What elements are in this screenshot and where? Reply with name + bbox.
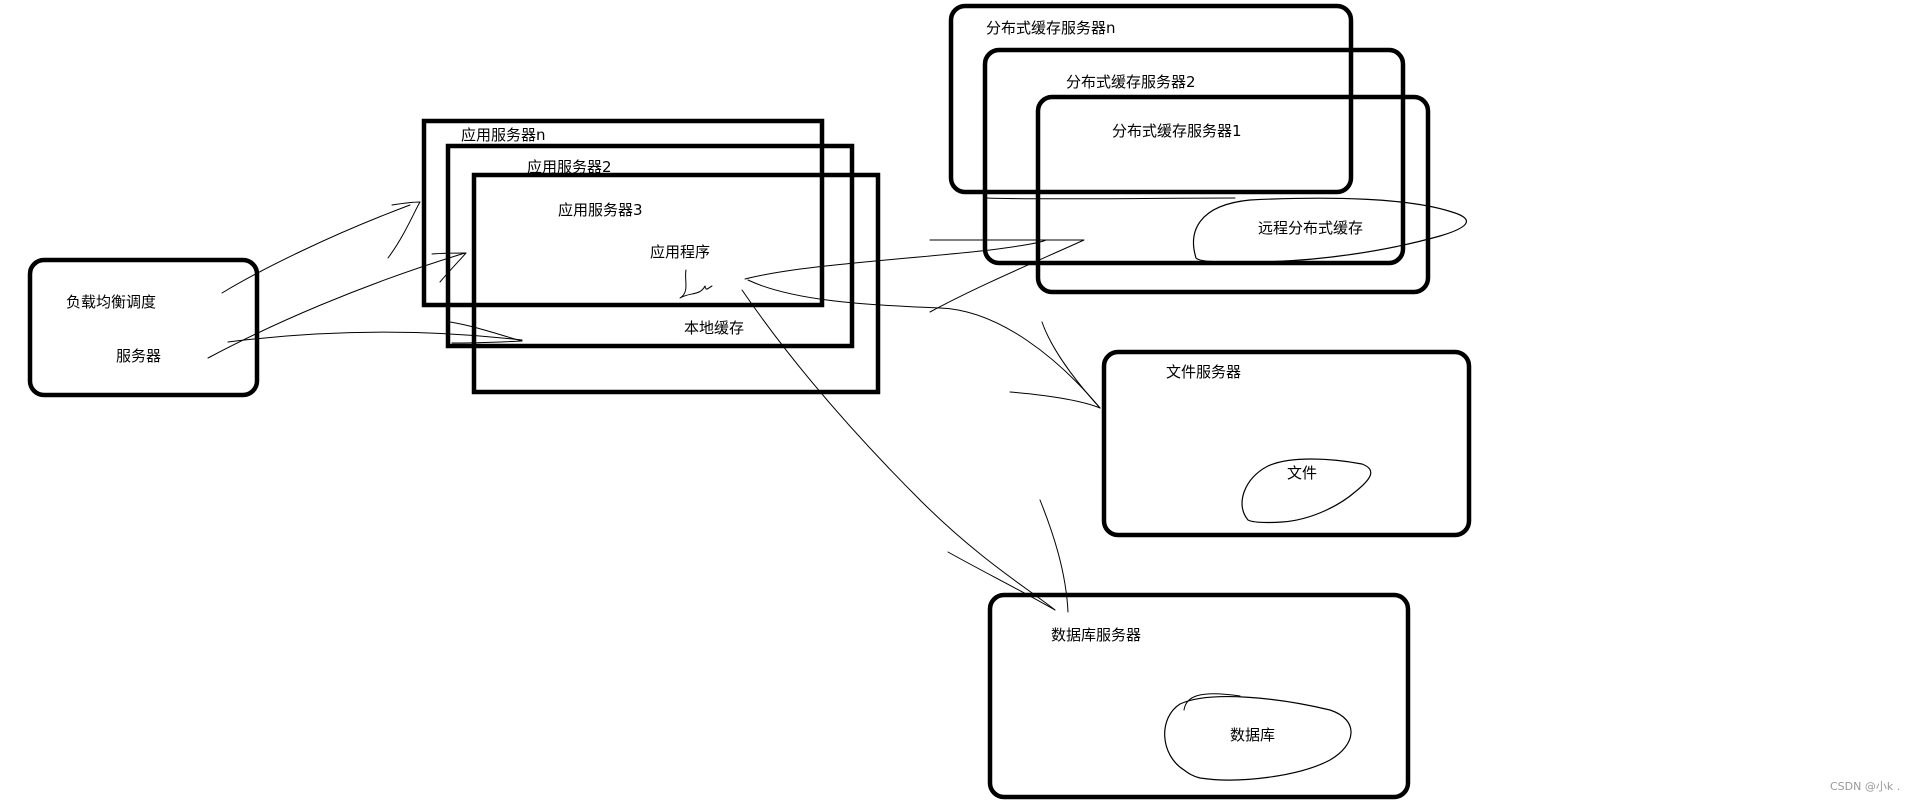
file-blob	[1241, 458, 1372, 524]
file-server-node: 文件服务器 文件	[1101, 349, 1472, 538]
app-program-label: 应用程序	[650, 243, 710, 261]
arrow-app-2-head	[431, 252, 467, 283]
app-server-3-box	[471, 172, 881, 395]
load-balancer-label-1: 负载均衡调度	[66, 293, 156, 311]
arrow-file-head	[1009, 321, 1101, 409]
arrow-cache-head	[929, 239, 1085, 313]
cache-server-n-label: 分布式缓存服务器n	[986, 19, 1116, 37]
arrow-app-3-head	[449, 321, 523, 344]
app-server-n-box	[421, 118, 825, 308]
app-server-3-label: 应用服务器3	[558, 201, 643, 219]
connector-app-to-cache	[744, 239, 1047, 280]
cache-server-2-box	[982, 47, 1406, 266]
load-balancer-label-2: 服务器	[116, 347, 161, 365]
arrow-db-head	[947, 499, 1069, 613]
database-server-box	[987, 592, 1411, 800]
connector-lb-to-app-n	[221, 204, 411, 294]
app-server-2-label: 应用服务器2	[527, 158, 612, 176]
watermark-text: CSDN @小k .	[1830, 780, 1900, 793]
cache-server-stack: 分布式缓存服务器n 分布式缓存服务器2 分布式缓存服务器1 远程分布式缓存	[948, 3, 1468, 295]
database-server-label: 数据库服务器	[1051, 626, 1141, 644]
cache-server-1-label: 分布式缓存服务器1	[1112, 122, 1242, 140]
connector-app-to-db	[741, 289, 1056, 611]
app-server-2-box	[445, 143, 855, 349]
connector-strokes	[207, 197, 1236, 613]
cache-server-1-box	[1035, 94, 1431, 295]
connector-lb-to-app-2	[207, 252, 466, 359]
cache-server-2-label: 分布式缓存服务器2	[1066, 73, 1196, 91]
database-label: 数据库	[1230, 726, 1275, 744]
connector-program-to-local-cache	[679, 269, 713, 299]
local-cache-label: 本地缓存	[684, 319, 744, 337]
load-balancer-node: 负载均衡调度 服务器	[27, 257, 260, 398]
connector-app-to-file	[747, 279, 1101, 409]
app-server-stack: 应用服务器n 应用服务器2 应用服务器3 应用程序 本地缓存	[421, 118, 881, 395]
load-balancer-box	[27, 257, 260, 398]
file-server-box	[1101, 349, 1472, 538]
connector-cache-link	[985, 197, 1236, 200]
file-label: 文件	[1287, 464, 1317, 482]
connector-lb-to-app-3	[227, 331, 523, 343]
database-blob	[1164, 695, 1352, 781]
app-server-n-label: 应用服务器n	[461, 126, 546, 144]
arrow-app-n-head	[387, 201, 421, 259]
file-server-label: 文件服务器	[1166, 363, 1241, 381]
remote-cache-label: 远程分布式缓存	[1258, 219, 1363, 237]
remote-cache-blob	[1192, 197, 1468, 263]
database-blob-tail	[1183, 693, 1241, 711]
database-server-node: 数据库服务器 数据库	[987, 592, 1411, 800]
